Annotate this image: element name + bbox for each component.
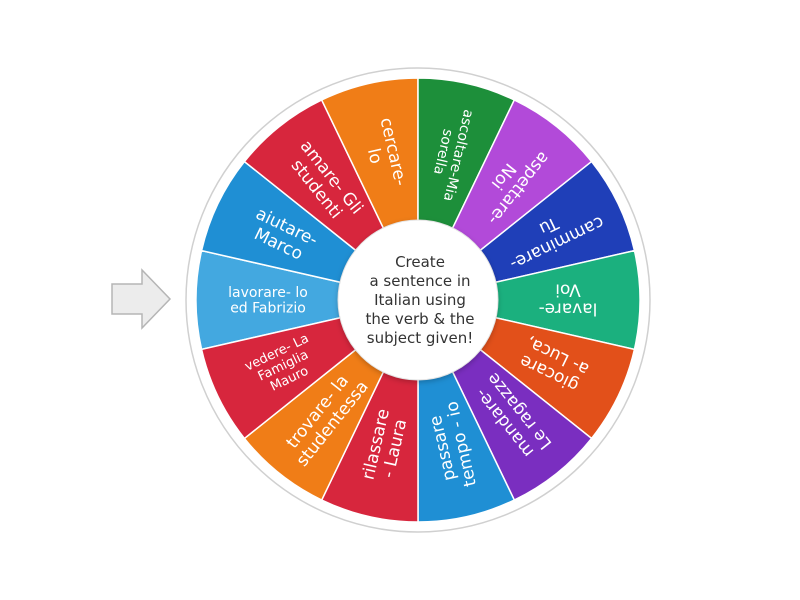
- wheel-segment-label-line: ed Fabrizio: [230, 301, 306, 317]
- wheel-segment-label: lavare-Voi: [539, 280, 598, 319]
- wheel-segment-label-line: lavorare- lo: [228, 285, 308, 301]
- wheel-segment-label-line: Voi: [555, 280, 580, 300]
- wheel-hub-ring: [337, 219, 499, 381]
- wheel-hub: [338, 220, 498, 380]
- wheel-segment-label-line: lavare-: [539, 299, 598, 319]
- right-arrow-pointer-icon: [111, 268, 172, 330]
- wheel-segment-label-line: lo: [363, 146, 386, 165]
